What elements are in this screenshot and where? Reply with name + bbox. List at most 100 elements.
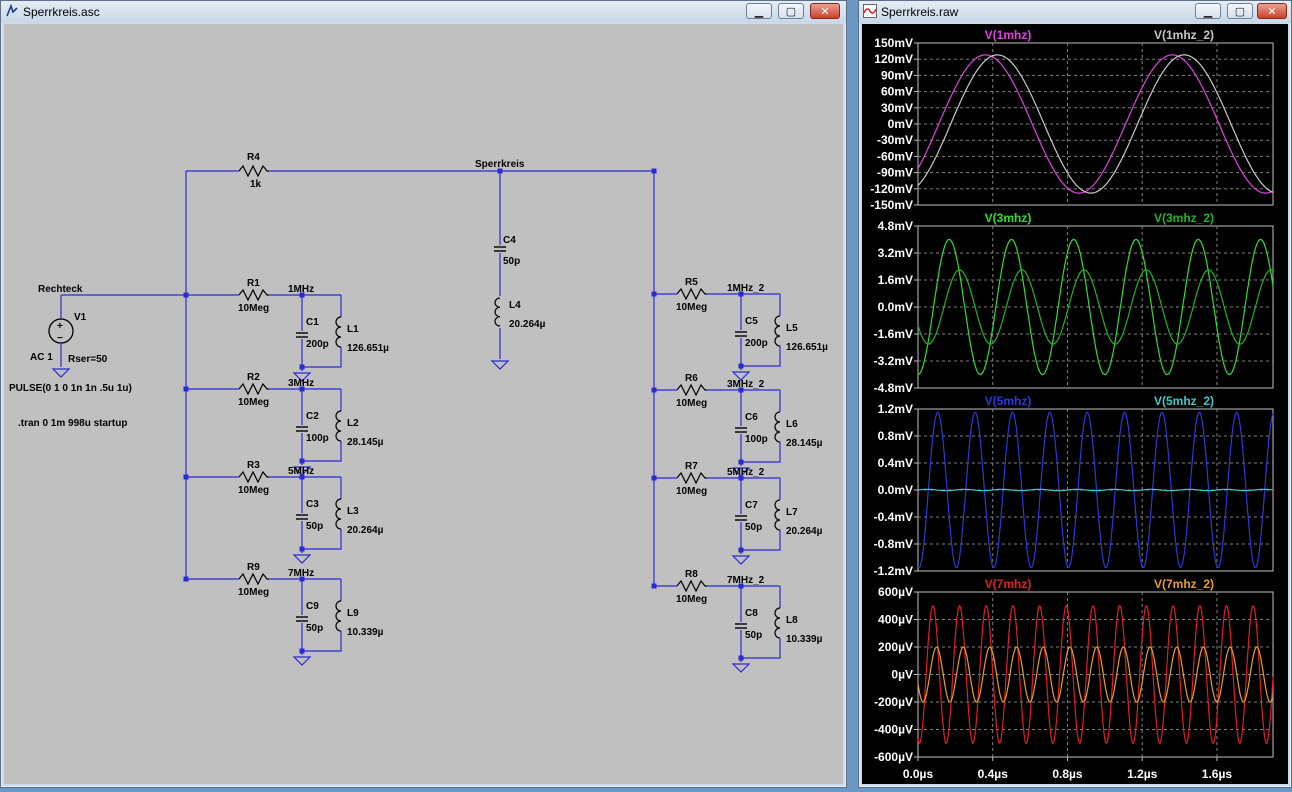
resistor-name: R3	[247, 460, 260, 471]
resistor-name: R6	[685, 373, 698, 384]
inductor-name: L7	[786, 507, 798, 518]
inductor-value: 126.651µ	[347, 343, 389, 354]
y-tick-label: 4.8mV	[878, 219, 913, 233]
maximize-button[interactable]: ▢	[778, 3, 804, 19]
ground-symbol[interactable]	[292, 554, 312, 564]
y-tick-label: -400µV	[874, 723, 913, 737]
plot-pane[interactable]: 1.2mV0.8mV0.4mV0.0mV-0.4mV-0.8mV-1.2mVV(…	[874, 394, 1274, 578]
schematic-titlebar[interactable]: Sperrkreis.asc ▁ ▢ ✕	[1, 1, 846, 23]
waveform-plots[interactable]: 150mV120mV90mV60mV30mV0mV-30mV-60mV-90mV…	[862, 24, 1288, 784]
resistor-symbol[interactable]	[676, 287, 707, 301]
resistor-symbol[interactable]	[238, 288, 269, 302]
wire[interactable]	[302, 529, 342, 550]
wire[interactable]	[741, 638, 781, 659]
resistor-value: 10Meg	[676, 302, 707, 313]
resistor-symbol[interactable]	[676, 579, 707, 593]
y-tick-label: -600µV	[874, 750, 913, 764]
wire[interactable]	[302, 631, 342, 652]
capacitor-name: C8	[745, 608, 758, 619]
ground-symbol[interactable]	[292, 372, 312, 382]
inductor-symbol[interactable]	[335, 316, 342, 348]
wire[interactable]	[302, 441, 342, 462]
trace-legend-label[interactable]: V(3mhz_2)	[1154, 211, 1214, 225]
ground-symbol[interactable]	[490, 360, 510, 370]
inductor-symbol[interactable]	[774, 315, 781, 347]
inductor-symbol[interactable]	[774, 411, 781, 443]
resistor-name: R7	[685, 461, 698, 472]
plots-group: 150mV120mV90mV60mV30mV0mV-30mV-60mV-90mV…	[870, 28, 1274, 781]
ground-symbol[interactable]	[731, 555, 751, 565]
ground-symbol[interactable]	[731, 371, 751, 381]
resistor-name: R8	[685, 569, 698, 580]
net-label-rechteck: Rechteck	[38, 284, 83, 295]
trace-v1mhz_2[interactable]	[917, 54, 1274, 194]
maximize-button[interactable]: ▢	[1227, 3, 1253, 19]
trace-v7mhz_2[interactable]	[917, 646, 1274, 703]
plot-pane[interactable]: 4.8mV3.2mV1.6mV0.0mV-1.6mV-3.2mV-4.8mVV(…	[874, 211, 1274, 395]
trace-v5mhz[interactable]	[917, 411, 1274, 569]
inductor-symbol[interactable]	[774, 499, 781, 531]
trace-legend-label[interactable]: V(1mhz_2)	[1154, 28, 1214, 42]
minimize-button[interactable]: ▁	[746, 3, 772, 19]
waveform-titlebar[interactable]: Sperrkreis.raw ▁ ▢ ✕	[859, 1, 1291, 23]
trace-legend-label[interactable]: V(7mhz_2)	[1154, 577, 1214, 591]
trace-legend-label[interactable]: V(1mhz)	[985, 28, 1032, 42]
inductor-symbol[interactable]	[774, 607, 781, 639]
close-button[interactable]: ✕	[810, 3, 840, 19]
trace-legend-label[interactable]: V(7mhz)	[985, 577, 1032, 591]
ground-symbol[interactable]	[731, 663, 751, 673]
capacitor-name: C5	[745, 316, 758, 327]
inductor-symbol[interactable]	[335, 600, 342, 632]
minimize-button[interactable]: ▁	[1195, 3, 1221, 19]
trace-v3mhz_2[interactable]	[917, 269, 1274, 345]
ground-symbol[interactable]	[292, 656, 312, 666]
trace-v3mhz[interactable]	[917, 238, 1274, 376]
trace-v5mhz_2[interactable]	[917, 488, 1274, 492]
net-label: 7MHz	[288, 568, 314, 579]
inductor-symbol[interactable]	[494, 297, 501, 327]
resistor-value: 10Meg	[676, 398, 707, 409]
x-tick-label: 0.8µs	[1052, 767, 1083, 781]
y-tick-label: 0.8mV	[878, 429, 913, 443]
trace-v1mhz[interactable]	[917, 54, 1274, 194]
ground-symbol[interactable]	[51, 368, 71, 378]
resistor-symbol[interactable]	[238, 164, 269, 178]
y-tick-label: 90mV	[881, 68, 913, 82]
ground-symbol[interactable]	[731, 467, 751, 477]
ground-symbol[interactable]	[292, 466, 312, 476]
plot-pane[interactable]: 150mV120mV90mV60mV30mV0mV-30mV-60mV-90mV…	[870, 28, 1274, 212]
resistor-name: R9	[247, 562, 260, 573]
schematic-drawing[interactable]: R41kSperrkreisC450pL420.264µRechteck+−V1…	[4, 24, 843, 784]
trace-legend-label[interactable]: V(5mhz)	[985, 394, 1032, 408]
close-button[interactable]: ✕	[1257, 3, 1287, 19]
y-tick-label: -3.2mV	[874, 354, 913, 368]
resistor-symbol[interactable]	[238, 470, 269, 484]
wire[interactable]	[741, 442, 781, 463]
waveform-icon	[863, 4, 877, 18]
wire[interactable]	[302, 347, 342, 368]
resistor-symbol[interactable]	[238, 572, 269, 586]
y-tick-label: 3.2mV	[878, 246, 913, 260]
resistor-symbol[interactable]	[238, 382, 269, 396]
trace-v7mhz[interactable]	[917, 604, 1274, 745]
net-label: 1MHz_2	[727, 283, 765, 294]
plot-pane[interactable]: 600µV400µV200µV0µV-200µV-400µV-600µVV(7m…	[874, 577, 1274, 781]
y-tick-label: 200µV	[878, 640, 913, 654]
net-label: 3MHz_2	[727, 379, 765, 390]
resistor-symbol[interactable]	[676, 471, 707, 485]
resistor-symbol[interactable]	[676, 383, 707, 397]
inductor-symbol[interactable]	[335, 410, 342, 442]
trace-legend-label[interactable]: V(3mhz)	[985, 211, 1032, 225]
inductor-value: 28.145µ	[347, 437, 384, 448]
inductor-value: 20.264µ	[786, 526, 823, 537]
wire[interactable]	[741, 346, 781, 367]
inductor-symbol[interactable]	[335, 498, 342, 530]
trace-legend-label[interactable]: V(5mhz_2)	[1154, 394, 1214, 408]
wire[interactable]	[741, 530, 781, 551]
y-tick-label: 30mV	[881, 101, 913, 115]
resistor-name: R5	[685, 277, 698, 288]
